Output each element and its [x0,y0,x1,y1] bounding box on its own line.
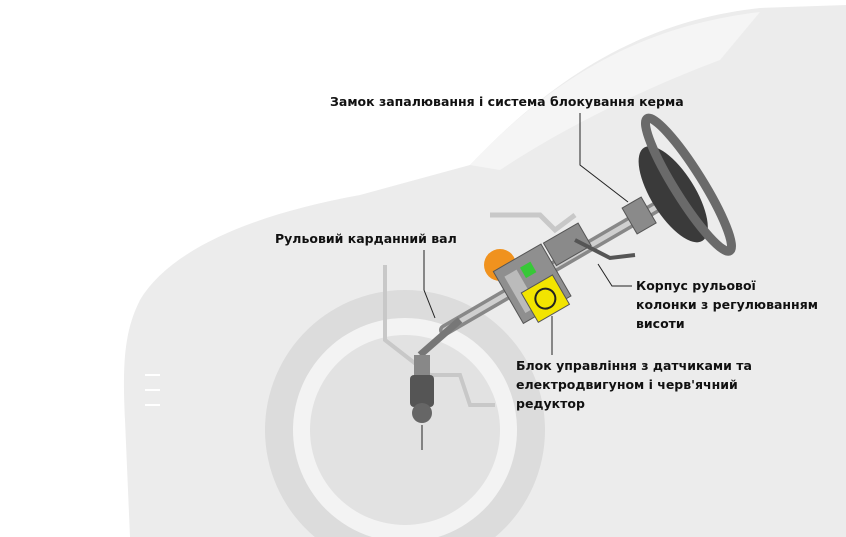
ignition-lock [621,196,657,235]
universal-joint [414,355,430,375]
column-housing [542,222,592,267]
adjust-lever [574,238,636,261]
label-cardan-shaft: Рульовий карданний вал [275,231,457,246]
label-control-unit: Блок управління з датчиками та електродв… [516,356,752,413]
label-line: редуктор [516,396,585,411]
label-line: висоти [636,316,685,331]
wheel-hub [310,335,500,525]
label-line: колонки з регулюванням [636,297,818,312]
grille-lines [145,374,160,406]
leader-lines [421,113,632,450]
dash-bracket [490,212,577,234]
label-line: електродвигуном і черв'ячний [516,377,738,392]
control-unit [520,274,571,324]
label-line: Корпус рульової [636,278,756,293]
windshield-highlight [470,12,760,170]
steering-gear-box [410,375,434,407]
label-line: Блок управління з датчиками та [516,358,752,373]
steering-gear-ball [412,403,432,423]
cardan-shaft [417,317,463,358]
bracket-lines [383,265,495,407]
label-ignition-lock: Замок запалювання і система блокування к… [330,94,684,109]
label-column-housing: Корпус рульової колонки з регулюванням в… [636,276,818,333]
steering-wheel [638,113,736,256]
